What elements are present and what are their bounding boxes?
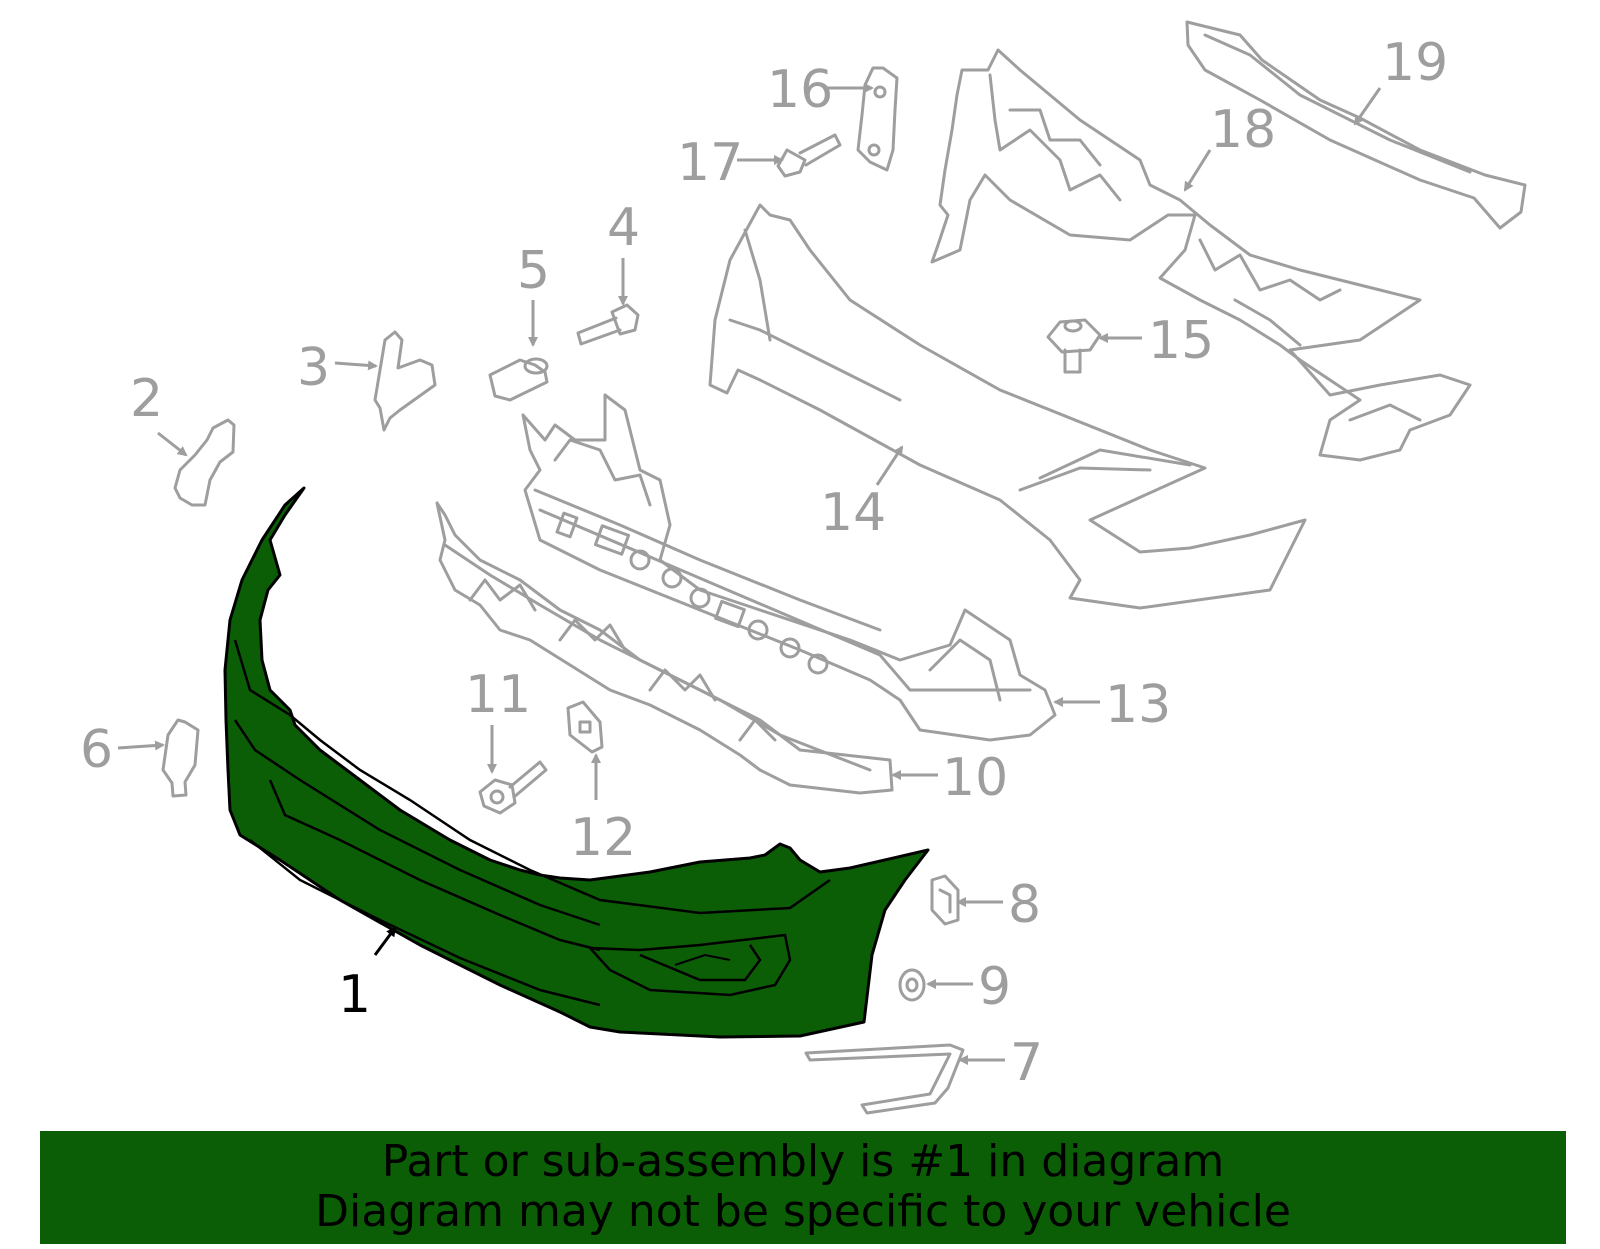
banner-line-1: Part or sub-assembly is #1 in diagram: [381, 1136, 1225, 1187]
leader-lines: [117, 83, 1382, 1065]
part-3-bracket: [373, 330, 437, 432]
part-13-reinforcement: [521, 393, 1057, 742]
part-14-absorber: [708, 203, 1307, 610]
part-17-bolt: [776, 133, 842, 178]
part-4-bolt: [576, 303, 640, 346]
part-11-bolt: [478, 760, 548, 815]
callout-19[interactable]: 19: [1382, 33, 1448, 93]
banner-line-2: Diagram may not be specific to your vehi…: [315, 1186, 1291, 1237]
part-5-plug: [488, 357, 549, 402]
part-15-push-pin: [1046, 318, 1102, 374]
callout-16[interactable]: 16: [767, 60, 833, 120]
callout-7[interactable]: 7: [1010, 1033, 1043, 1093]
callout-12[interactable]: 12: [570, 808, 636, 868]
callout-8[interactable]: 8: [1008, 875, 1041, 935]
part-19-tie-bar: [1185, 20, 1527, 230]
callout-3[interactable]: 3: [297, 338, 330, 398]
part-2-bracket: [173, 418, 236, 507]
callout-numbers: 1 2 3 4 5 6 7 8 9 10 11 12 13 14 15 16 1…: [80, 33, 1448, 1093]
callout-1[interactable]: 1: [338, 965, 371, 1025]
callout-15[interactable]: 15: [1148, 311, 1214, 371]
part-12-nut-clip: [566, 700, 604, 754]
callout-13[interactable]: 13: [1105, 675, 1171, 735]
callout-14[interactable]: 14: [820, 483, 886, 543]
callout-4[interactable]: 4: [607, 198, 640, 258]
callout-18[interactable]: 18: [1210, 100, 1276, 160]
callout-9[interactable]: 9: [978, 957, 1011, 1017]
callout-17[interactable]: 17: [677, 133, 743, 193]
callout-2[interactable]: 2: [130, 369, 163, 429]
part-7-trim: [804, 1043, 965, 1115]
part-1-bumper-cover: [223, 486, 930, 1039]
callout-11[interactable]: 11: [465, 665, 531, 725]
callout-10[interactable]: 10: [942, 748, 1008, 808]
callout-5[interactable]: 5: [517, 241, 550, 301]
part-6-bracket: [161, 718, 200, 798]
part-8-clip: [930, 874, 960, 926]
part-18-support: [930, 48, 1472, 462]
part-10-lower-absorber: [435, 501, 894, 795]
callout-6[interactable]: 6: [80, 720, 113, 780]
info-banner: Part or sub-assembly is #1 in diagram Di…: [40, 1131, 1566, 1244]
part-9-washer: [898, 968, 926, 1002]
part-16-bracket: [856, 66, 899, 172]
